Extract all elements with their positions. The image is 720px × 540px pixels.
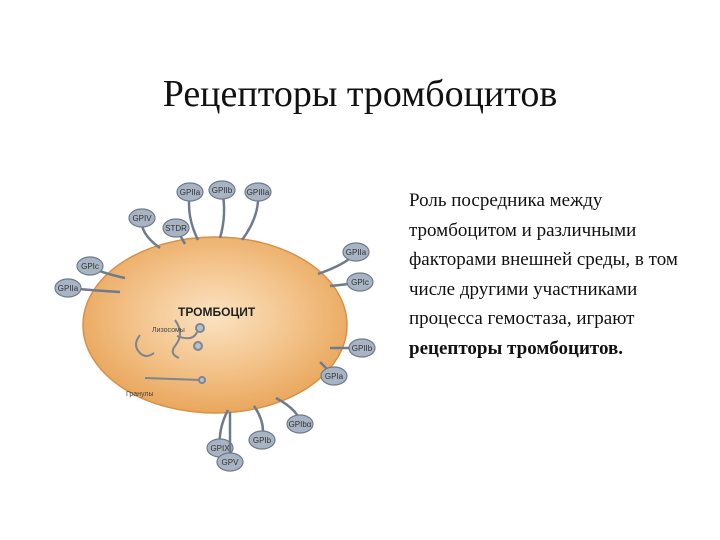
receptor-label: GPIIa (58, 284, 79, 293)
receptor-label: GPIIb (212, 186, 233, 195)
receptor-head (342, 242, 370, 262)
receptor-head (244, 182, 272, 202)
receptor-14: GPIbα (275, 396, 314, 434)
receptor-label: GPIIIa (247, 188, 270, 197)
description-body: Роль посредника между тромбоцитом и разл… (409, 190, 678, 330)
receptor-6: GPIc (76, 256, 126, 280)
lysosomes-organelle (171, 319, 205, 359)
receptor-3: GPIIIa (240, 182, 272, 241)
receptor-head (346, 272, 374, 292)
receptor-12: GPIX (206, 409, 234, 458)
granules-organelle (135, 334, 206, 384)
receptor-label: GPIX (210, 444, 230, 453)
receptor-9: GPIc (329, 272, 374, 292)
receptor-13: GPIb (248, 405, 276, 450)
receptor-label: GPIV (132, 214, 152, 223)
receptor-head (216, 452, 244, 472)
description-emphasis: рецепторы тромбоцитов. (409, 337, 624, 359)
cell-label: ТРОМБОЦИТ (178, 305, 256, 319)
receptor-label: GPIc (351, 278, 369, 287)
slide-title: Рецепторы тромбоцитов (162, 73, 558, 115)
receptor-head (286, 414, 314, 434)
receptor-head (162, 218, 190, 238)
granules-label: Гранулы (126, 391, 154, 398)
receptor-head (348, 338, 376, 358)
receptor-head (320, 366, 348, 386)
receptor-label: GPV (222, 458, 240, 467)
receptor-label: GPIIb (352, 344, 373, 353)
receptor-7: GPIIa (54, 278, 121, 298)
receptor-label: GPIa (325, 372, 344, 381)
receptor-head (176, 182, 204, 202)
receptor-head (128, 208, 156, 228)
receptor-8: GPIIa (317, 242, 370, 276)
receptor-label: GPIIa (346, 248, 367, 257)
receptor-head (208, 180, 236, 200)
receptor-label: GPIc (81, 262, 99, 271)
lysosomes-label: Лизосомы (152, 327, 185, 334)
receptor-label: GPIIa (180, 188, 201, 197)
receptor-1: GPIIa (176, 182, 204, 241)
receptor-head (54, 278, 82, 298)
receptor-10: GPIIb (330, 338, 376, 358)
description-text: Роль посредника между тромбоцитом и разл… (409, 186, 699, 364)
receptor-head (76, 256, 104, 276)
receptor-4: GPIV (128, 208, 161, 250)
receptor-2: GPIIb (208, 180, 236, 239)
platelet-cell (82, 236, 348, 414)
receptor-15: GPV (216, 412, 244, 472)
receptor-11: GPIa (319, 361, 348, 386)
receptor-label: GPIbα (289, 420, 312, 429)
receptor-head (248, 430, 276, 450)
receptor-5: STDR (162, 218, 190, 245)
receptor-label: STDR (165, 224, 187, 233)
receptor-label: GPIb (253, 436, 272, 445)
